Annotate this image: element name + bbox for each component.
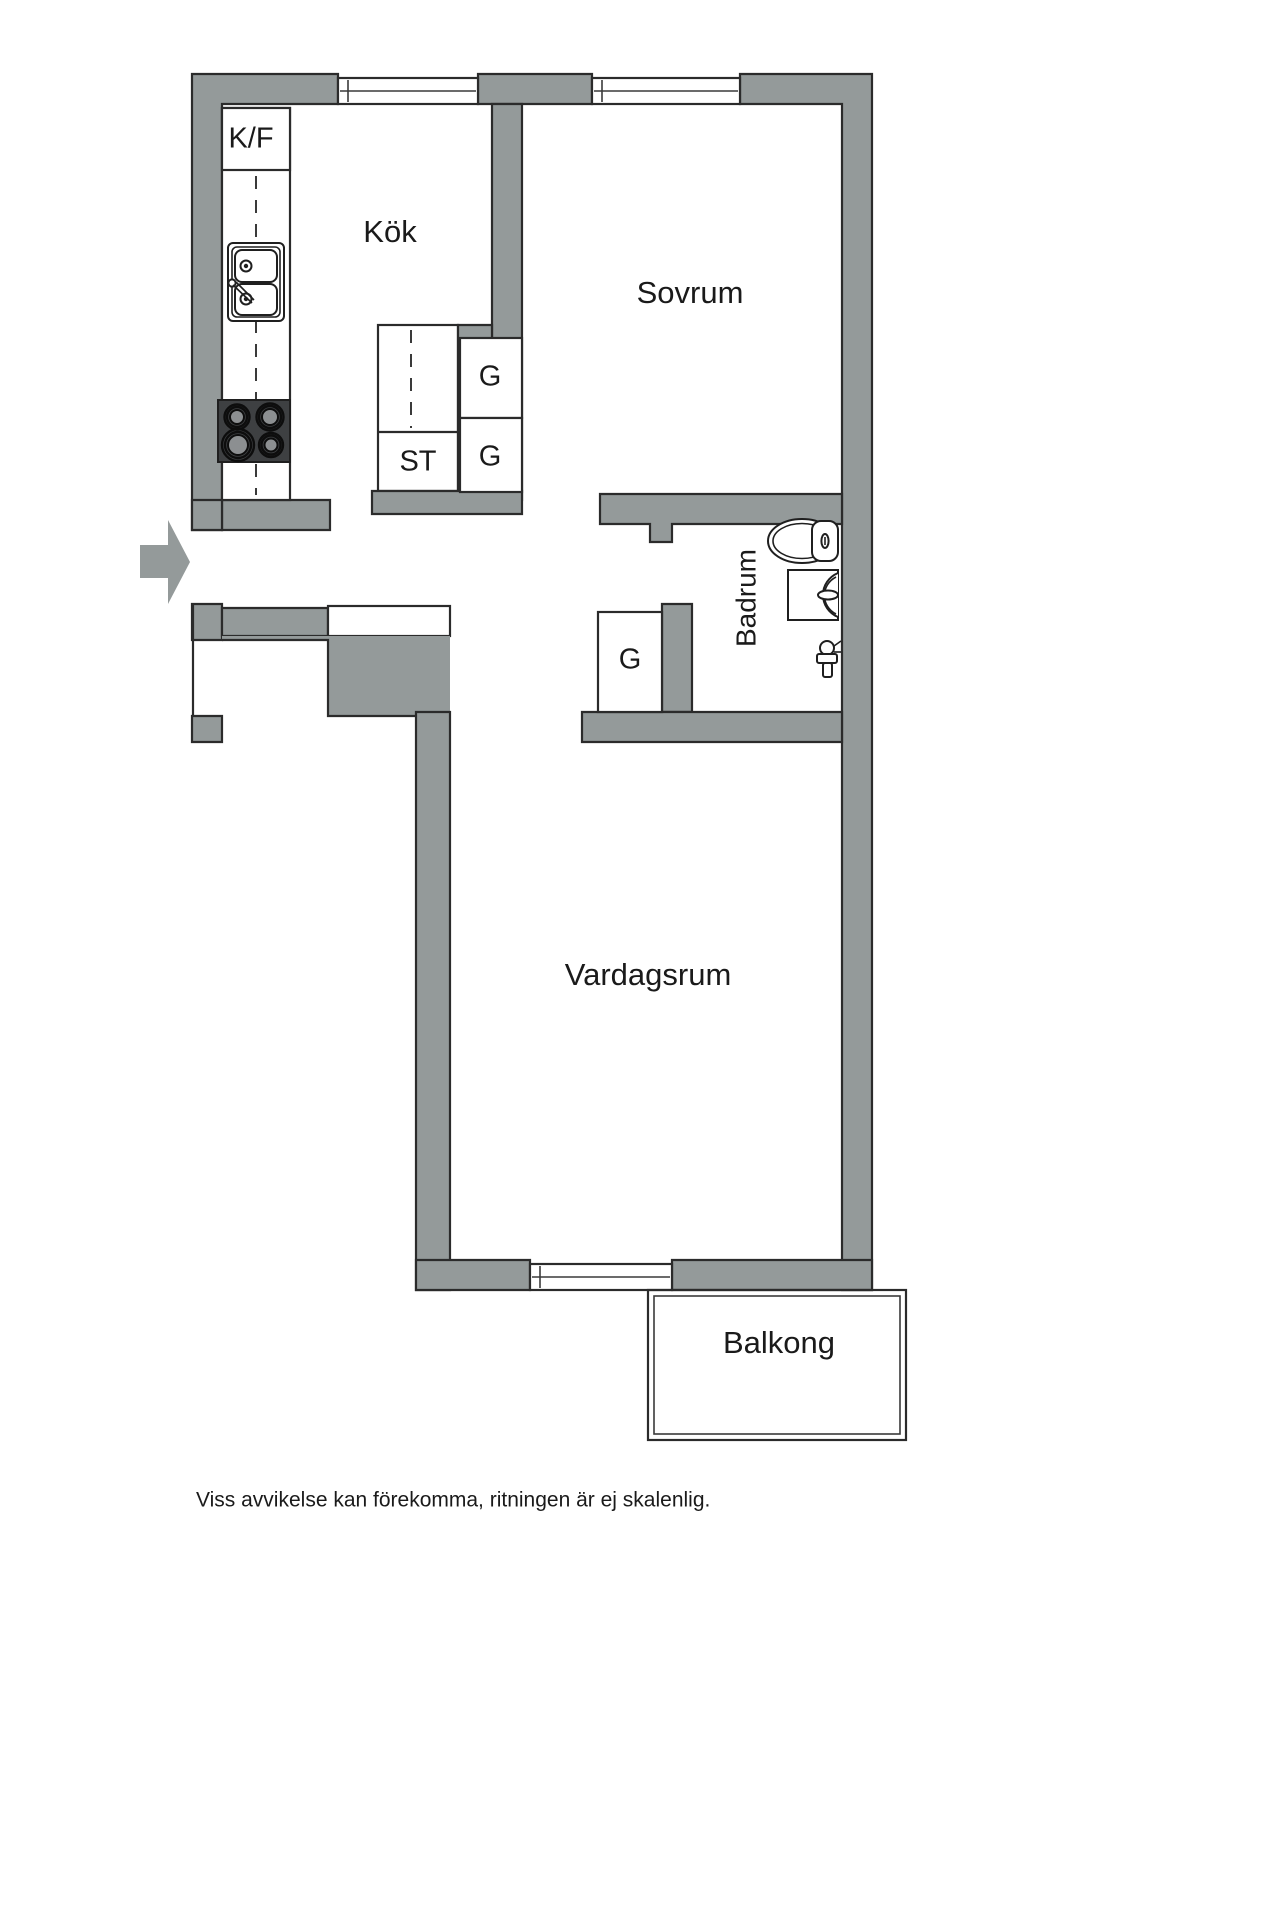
room-label-sovrum: Sovrum (637, 275, 744, 310)
wardrobe-box-2 (458, 416, 524, 494)
wall-hall-west-stub (190, 602, 224, 642)
cabinet-label-g2: G (479, 441, 502, 473)
room-label-vardagsrum: Vardagsrum (565, 957, 732, 992)
stove-cooktop (217, 399, 291, 463)
door-hall-panel (326, 604, 452, 638)
burner-front-right (257, 431, 285, 459)
toilet (767, 518, 839, 564)
washbasin-tap (817, 589, 839, 601)
exterior-walls (190, 72, 874, 1292)
wall-bathroom-south (580, 710, 844, 744)
st-cabinet-box (376, 323, 460, 493)
living-room (190, 710, 874, 1292)
disclaimer-caption: Viss avvikelse kan förekomma, ritningen … (196, 1489, 710, 1512)
wall-hall-corner-south (190, 714, 224, 744)
room-label-kok: Kök (363, 214, 417, 249)
wall-living-west (414, 710, 452, 1292)
wall-hall-north-left (220, 606, 330, 638)
cabinet-label-g-hall: G (619, 644, 642, 676)
room-label-badrum: Badrum (730, 549, 761, 647)
window-kitchen (336, 76, 480, 106)
burner-front-left (220, 427, 256, 463)
wall-kitchen-corner (190, 498, 224, 532)
wall-north-east-and-east (738, 72, 874, 1292)
wall-bedroom-south (598, 492, 844, 544)
cabinet-label-g1: G (479, 361, 502, 393)
wall-closet-south (370, 489, 524, 516)
balcony (646, 1288, 908, 1442)
wall-bathroom-west (660, 602, 694, 714)
storage-closet-block: ST G G (370, 323, 524, 516)
bathroom-room: G (580, 602, 844, 744)
wall-living-south-left (414, 1258, 532, 1292)
burner-back-left (223, 403, 251, 431)
burner-back-right (255, 402, 285, 432)
cabinet-label-st: ST (399, 446, 436, 478)
wall-north-middle (476, 72, 594, 106)
window-bedroom (590, 76, 742, 106)
room-label-balkong: Balkong (723, 1325, 835, 1360)
cabinet-label-kf: K/F (228, 123, 273, 155)
wall-kitchen-south-left (220, 498, 332, 532)
fridge-freezer-box (220, 106, 292, 172)
entrance-direction-arrow (140, 520, 190, 604)
window-living (528, 1262, 674, 1292)
kitchen-sink (227, 242, 285, 322)
floor-drain (816, 640, 842, 678)
wall-living-south-right (670, 1258, 874, 1292)
wardrobe-box-hall (596, 610, 664, 714)
bathroom-washbasin (787, 569, 839, 621)
hall-closet-fill (222, 636, 450, 716)
hall-walls (190, 602, 452, 742)
